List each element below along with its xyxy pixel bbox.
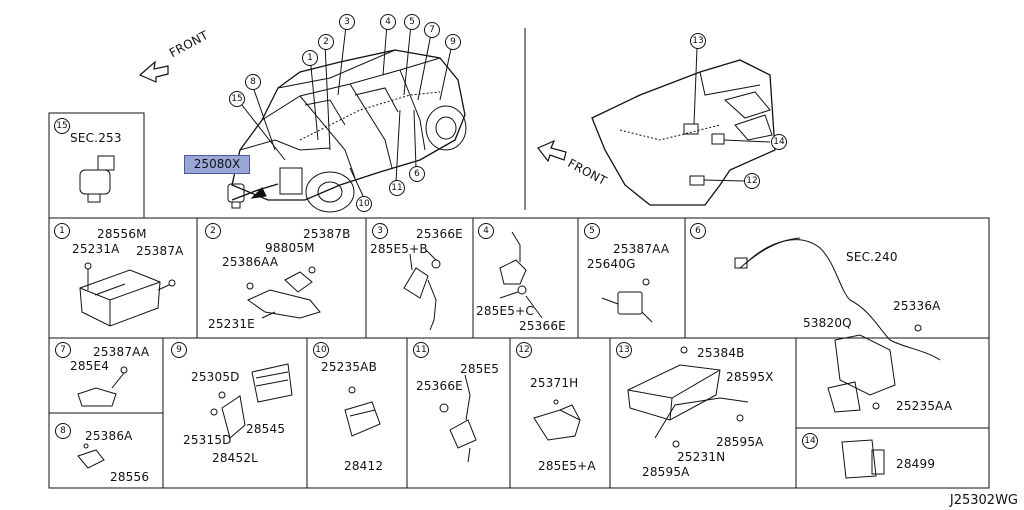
part-label[interactable]: 25231E — [208, 317, 255, 331]
callout-15[interactable]: 15 — [229, 91, 245, 107]
callout-9[interactable]: 9 — [445, 34, 461, 50]
panel-13-num: 13 — [616, 342, 632, 358]
part-label[interactable]: 25371H — [530, 376, 579, 390]
part-label[interactable]: 28595A — [716, 435, 764, 449]
part-label[interactable]: 25315D — [183, 433, 232, 447]
part-label[interactable]: 28595X — [726, 370, 774, 384]
panel-8-num: 8 — [55, 423, 71, 439]
panel-15-num: 15 — [54, 118, 70, 134]
part-label[interactable]: 28556M — [97, 227, 147, 241]
panel-12-num: 12 — [516, 342, 532, 358]
part-label[interactable]: 25235AA — [896, 399, 953, 413]
highlighted-part-25080X[interactable]: 25080X — [184, 155, 250, 174]
callout-3[interactable]: 3 — [339, 14, 355, 30]
panel-1-num: 1 — [54, 223, 70, 239]
part-label[interactable]: 25384B — [697, 346, 745, 360]
part-label[interactable]: 25640G — [587, 257, 636, 271]
part-label[interactable]: SEC.253 — [70, 131, 122, 145]
panel-6-num: 6 — [690, 223, 706, 239]
part-label[interactable]: 28595A — [642, 465, 690, 479]
part-label[interactable]: 25231A — [72, 242, 120, 256]
panel-9-num: 9 — [171, 342, 187, 358]
part-label[interactable]: 98805M — [265, 241, 315, 255]
callout-14[interactable]: 14 — [771, 134, 787, 150]
part-label[interactable]: 28412 — [344, 459, 384, 473]
part-label[interactable]: 285E5+C — [476, 304, 534, 318]
callout-7[interactable]: 7 — [424, 22, 440, 38]
part-label[interactable]: 25387B — [303, 227, 351, 241]
part-label[interactable]: 28452L — [212, 451, 259, 465]
panel-3-num: 3 — [372, 223, 388, 239]
panel-7-num: 7 — [55, 342, 71, 358]
callout-11[interactable]: 11 — [389, 180, 405, 196]
callout-6[interactable]: 6 — [409, 166, 425, 182]
part-label[interactable]: 25386A — [85, 429, 133, 443]
part-label[interactable]: 53820Q — [803, 316, 852, 330]
callout-4[interactable]: 4 — [380, 14, 396, 30]
panel-2-num: 2 — [205, 223, 221, 239]
callout-8[interactable]: 8 — [245, 74, 261, 90]
callout-10[interactable]: 10 — [356, 196, 372, 212]
part-label[interactable]: 285E5+A — [538, 459, 596, 473]
part-label[interactable]: 25366E — [416, 379, 463, 393]
part-label[interactable]: 285E4 — [70, 359, 110, 373]
part-label[interactable]: 25386AA — [222, 255, 279, 269]
panel-10-num: 10 — [313, 342, 329, 358]
part-label[interactable]: 25336A — [893, 299, 941, 313]
part-label[interactable]: 25366E — [519, 319, 566, 333]
callout-1[interactable]: 1 — [302, 50, 318, 66]
part-label[interactable]: 25387A — [136, 244, 184, 258]
panel-11-num: 11 — [413, 342, 429, 358]
part-label[interactable]: 28499 — [896, 457, 936, 471]
callout-2[interactable]: 2 — [318, 34, 334, 50]
panel-4-num: 4 — [478, 223, 494, 239]
part-label[interactable]: 28556 — [110, 470, 150, 484]
part-label[interactable]: 285E5 — [460, 362, 500, 376]
part-label[interactable]: 25366E — [416, 227, 463, 241]
callout-12[interactable]: 12 — [744, 173, 760, 189]
part-label[interactable]: 25231N — [677, 450, 726, 464]
diagram-code: J25302WG — [949, 493, 1018, 508]
callout-13[interactable]: 13 — [690, 33, 706, 49]
part-label[interactable]: 25387AA — [613, 242, 670, 256]
part-label[interactable]: SEC.240 — [846, 250, 898, 264]
part-label[interactable]: 25235AB — [321, 360, 378, 374]
part-label[interactable]: 25305D — [191, 370, 240, 384]
part-label[interactable]: 285E5+B — [370, 242, 428, 256]
part-label[interactable]: 25387AA — [93, 345, 150, 359]
part-label[interactable]: 28545 — [246, 422, 286, 436]
callout-5[interactable]: 5 — [404, 14, 420, 30]
panel-5-num: 5 — [584, 223, 600, 239]
panel-14-num: 14 — [802, 433, 818, 449]
